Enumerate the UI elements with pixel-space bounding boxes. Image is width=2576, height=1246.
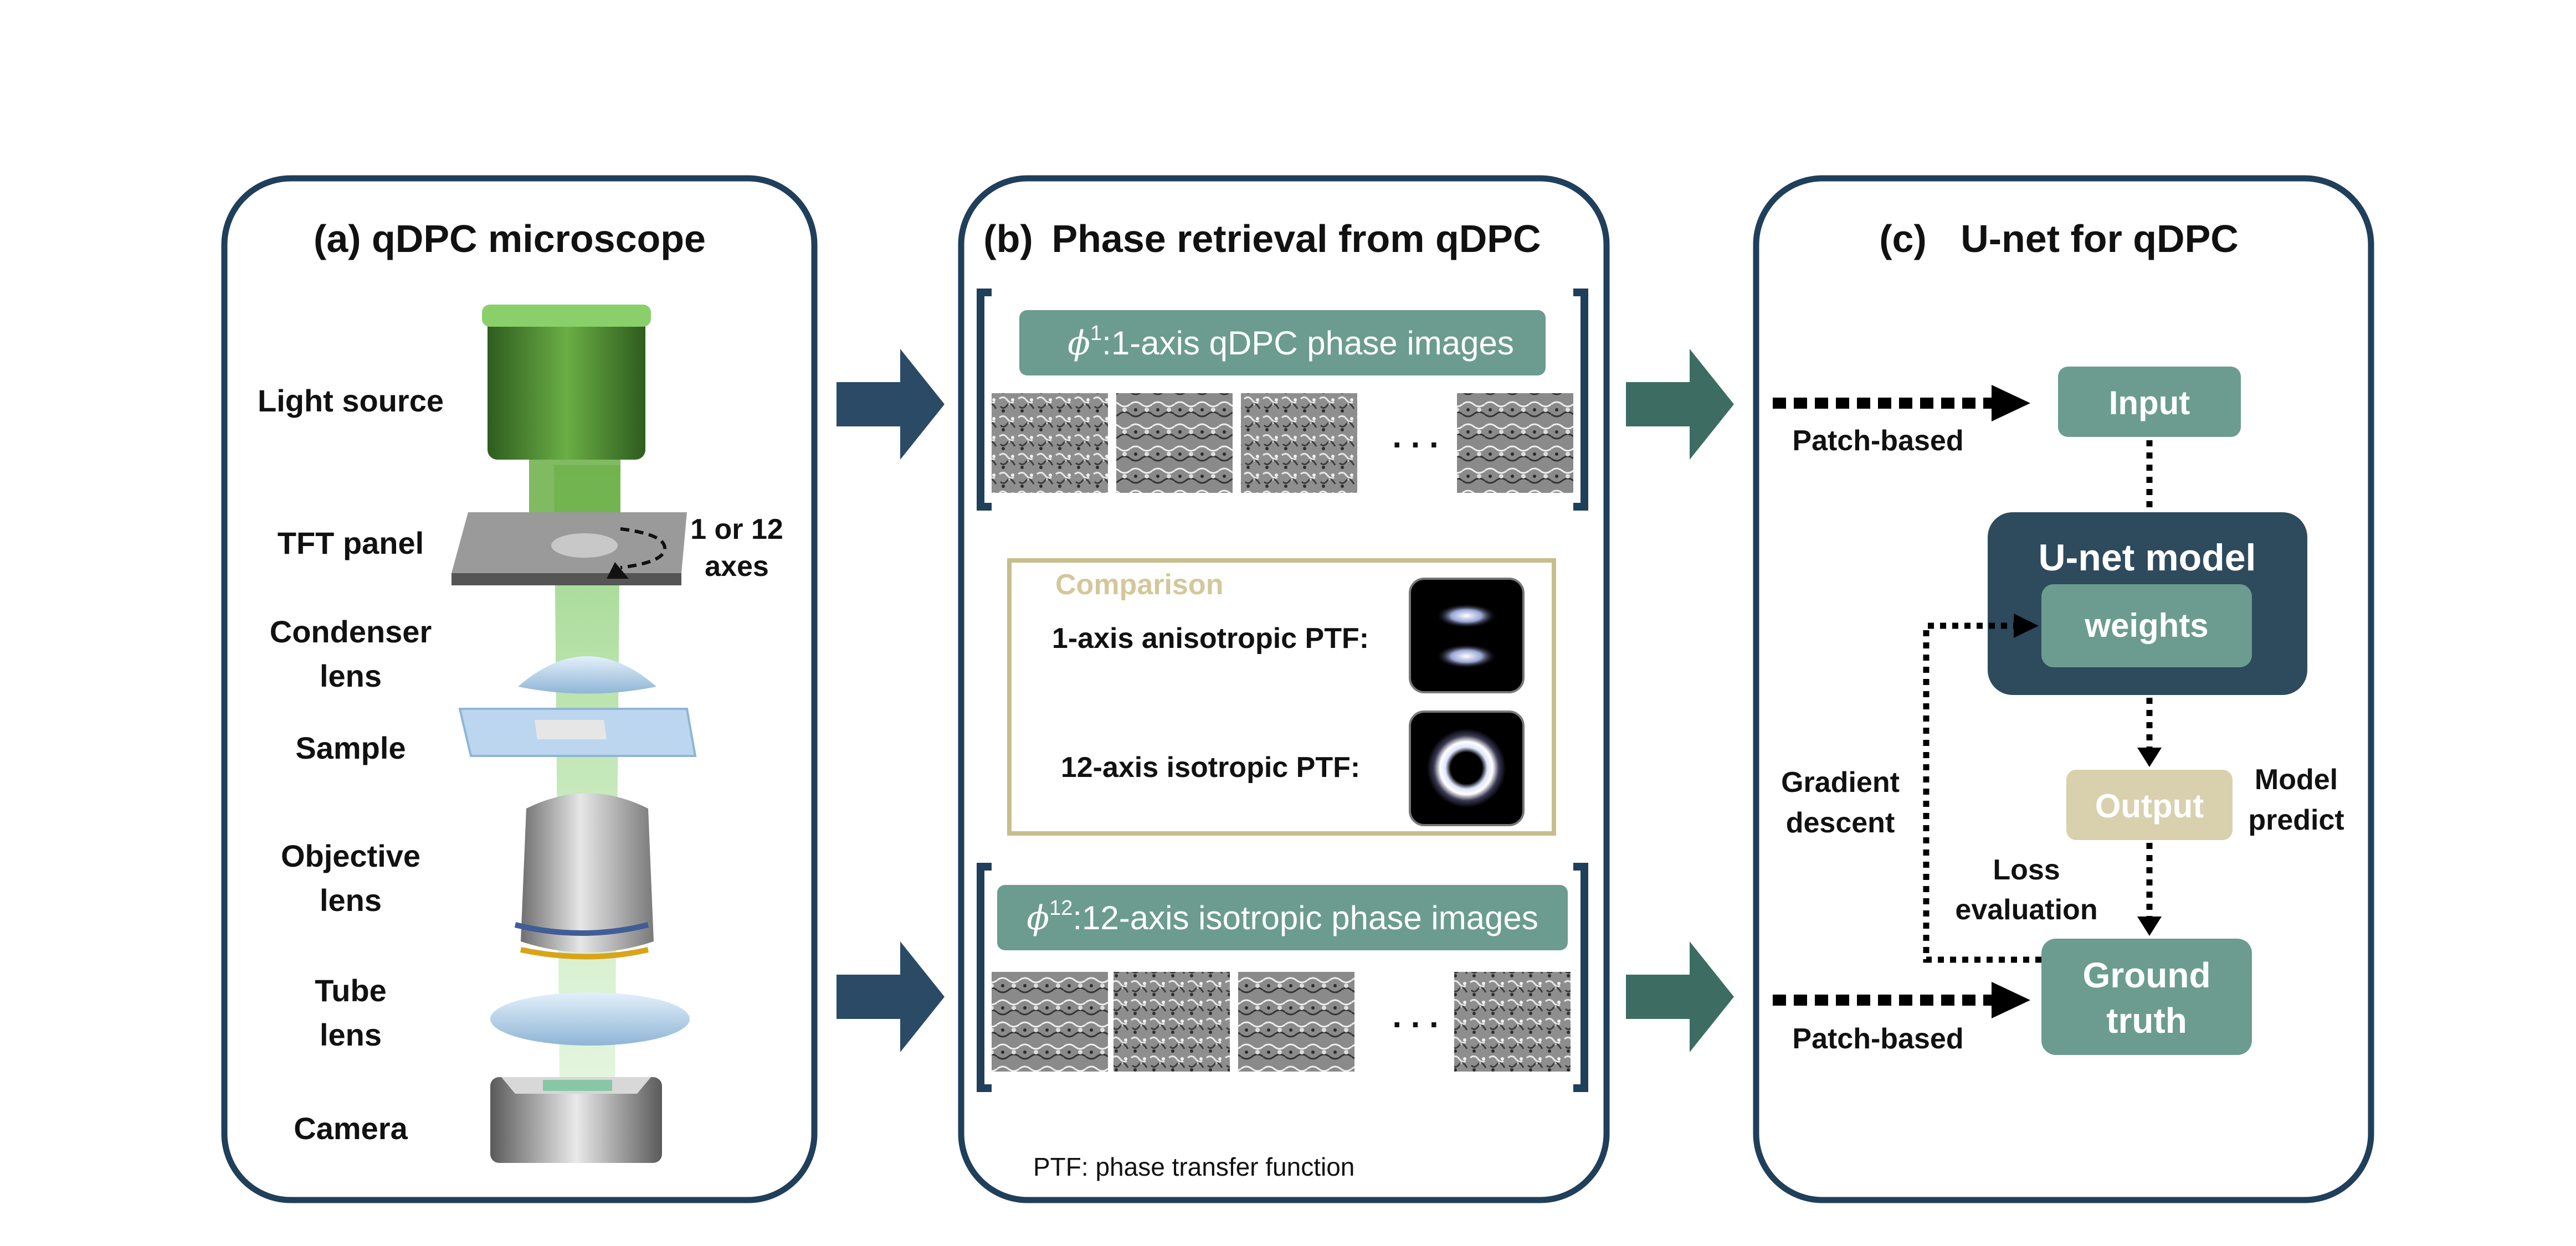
arrow-a-to-b-top	[837, 349, 945, 460]
label-sample: Sample	[295, 730, 406, 765]
panel-b-title-prefix: (b)	[983, 217, 1033, 260]
label-tft-panel: TFT panel	[278, 526, 424, 560]
weights-box	[2041, 584, 2252, 667]
input-box	[2058, 367, 2241, 437]
phi1-label: ϕ1:1-axis qDPC phase images	[1068, 322, 1514, 363]
phi12-label: ϕ12:12-axis isotropic phase images	[1027, 897, 1538, 938]
tft-panel-illustration	[451, 512, 687, 585]
loss-label-line2: evaluation	[1955, 894, 2097, 926]
ground-truth-line1: Ground	[2082, 955, 2210, 995]
output-to-gt-head	[2137, 917, 2162, 936]
phi12-label-box	[997, 885, 1568, 950]
camera-illustration	[490, 1077, 662, 1163]
unet-model-label: U-net model	[2039, 537, 2256, 579]
label-camera: Camera	[294, 1111, 408, 1146]
bracket-left-bottom	[977, 863, 992, 1092]
phi1-image-last	[1457, 393, 1573, 493]
panel-a-title: (a) qDPC microscope	[314, 217, 706, 260]
bracket-left-top	[977, 289, 992, 511]
tube-lens-illustration	[490, 992, 690, 1046]
ptf-footnote: PTF: phase transfer function	[1033, 1152, 1354, 1181]
phi12-ellipsis: . . .	[1392, 997, 1438, 1034]
phi12-image-1	[992, 972, 1108, 1072]
phi12-image-last	[1454, 972, 1571, 1072]
panel-c-title-prefix: (c)	[1879, 217, 1927, 260]
label-objective: Objective	[281, 838, 420, 873]
phi1-image-2	[1116, 393, 1233, 493]
gradient-loop-line	[1923, 622, 2041, 963]
condenser-lens-illustration	[518, 656, 656, 694]
axes-note-line1: 1 or 12	[690, 513, 783, 545]
comparison-title: Comparison	[1055, 569, 1223, 601]
label-light-source: Light source	[258, 383, 444, 418]
label-tube-lens: lens	[320, 1017, 382, 1052]
ground-truth-line2: truth	[2106, 1001, 2187, 1041]
objective-lens-illustration	[514, 793, 654, 960]
arrow-a-to-b-bottom	[837, 941, 945, 1052]
comparison-row2-label: 12-axis isotropic PTF:	[1061, 751, 1360, 784]
arrow-b-to-c-top	[1626, 349, 1734, 460]
input-label: Input	[2109, 384, 2190, 421]
gradient-label-line2: descent	[1786, 807, 1895, 839]
panel-c-title: U-net for qDPC	[1961, 217, 2239, 260]
panel-b: (b) Phase retrieval from qDPC ϕ1:1-axis …	[958, 175, 1610, 1203]
label-tube: Tube	[315, 973, 387, 1008]
isotropic-ptf-image	[1409, 710, 1525, 826]
bracket-right-top	[1573, 289, 1588, 511]
patch-label-top: Patch-based	[1792, 425, 1963, 457]
label-condenser: Condenser	[270, 614, 432, 649]
axes-note-line2: axes	[705, 550, 769, 583]
gradient-label-line1: Gradient	[1781, 766, 1900, 799]
phi1-image-1	[992, 393, 1108, 493]
loss-label-line1: Loss	[1993, 854, 2060, 886]
phi12-image-2	[1113, 972, 1230, 1072]
phi1-image-3	[1241, 393, 1357, 493]
ground-truth-box	[2041, 939, 2252, 1055]
sample-slide-illustration	[458, 708, 697, 757]
weights-label: weights	[2084, 607, 2208, 644]
phi12-image-3	[1238, 972, 1354, 1072]
output-box	[2066, 770, 2233, 840]
model-predict-line1: Model	[2255, 764, 2338, 796]
panel-b-title: Phase retrieval from qDPC	[1051, 217, 1541, 260]
arrow-b-to-c-bottom	[1626, 941, 1734, 1052]
anisotropic-ptf-image	[1409, 578, 1525, 693]
output-label: Output	[2095, 787, 2204, 825]
model-predict-line2: predict	[2248, 804, 2344, 836]
bracket-right-bottom	[1573, 863, 1588, 1092]
phi1-ellipsis: . . .	[1392, 418, 1438, 455]
label-objective-lens: lens	[320, 883, 382, 918]
gradient-loop-head	[2014, 614, 2039, 638]
patch-arrow-bottom-head	[1992, 982, 2030, 1018]
phi1-label-box	[1019, 310, 1546, 375]
comparison-row1-label: 1-axis anisotropic PTF:	[1052, 622, 1369, 655]
panel-a-frame	[221, 175, 818, 1203]
patch-arrow-top-head	[1992, 385, 2030, 421]
label-condenser-lens: lens	[320, 658, 382, 693]
patch-label-bottom: Patch-based	[1792, 1023, 1963, 1055]
panel-c: (c) U-net for qDPC Patch-based Patch-bas…	[1753, 175, 2374, 1203]
light-source-illustration	[482, 305, 651, 521]
model-to-output-head	[2137, 748, 2162, 767]
panel-a: (a) qDPC microscope Light source TFT pan…	[221, 175, 818, 1203]
